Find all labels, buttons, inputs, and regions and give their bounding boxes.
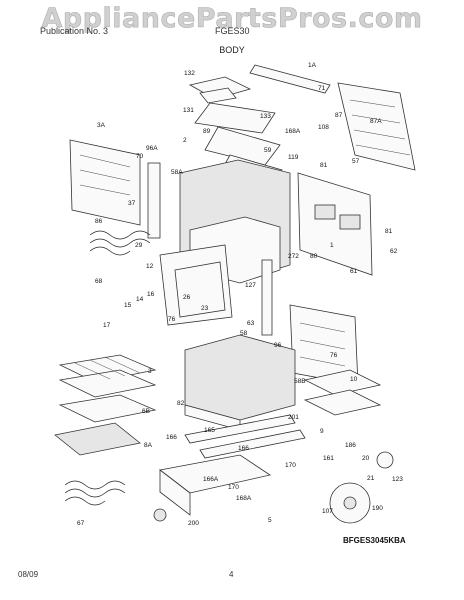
callout-label: 168A [236, 495, 252, 502]
callout-label: 86 [95, 218, 103, 225]
callout-label: 70 [136, 153, 144, 160]
door-glass-part [54, 422, 141, 456]
diagram-code: BFGES3045KBA [343, 536, 406, 545]
callout-label: 9 [320, 428, 324, 435]
callout-label: 37 [128, 200, 136, 207]
model-number: FGES30 [215, 26, 250, 36]
callout-label: 170 [285, 462, 296, 469]
callout-label: 87A [370, 118, 382, 125]
callout-label: 166 [238, 445, 249, 452]
callout-label: 10 [350, 376, 358, 383]
callout-label: 21 [367, 475, 375, 482]
door-frame-part [159, 244, 233, 326]
callout-label: 71 [318, 85, 326, 92]
outer-shell-part [184, 334, 296, 431]
callout-label: 81 [385, 228, 393, 235]
callout-label: 80 [310, 253, 318, 260]
callout-label: 62 [390, 248, 398, 255]
callout-label: 76 [168, 316, 176, 323]
page-header: Publication No. 3 FGES30 [0, 26, 464, 38]
callout-label: 15 [124, 302, 132, 309]
callout-label: 14 [136, 296, 144, 303]
callout-label: 108 [318, 124, 329, 131]
drawer-part [159, 454, 271, 516]
callout-label: 59 [264, 147, 272, 154]
knob-part [153, 508, 167, 522]
callout-label: 5 [268, 517, 272, 524]
callout-label: 190 [372, 505, 383, 512]
callout-label: 58B [294, 378, 306, 385]
callout-label: 127 [245, 282, 256, 289]
trim-strip-part [147, 162, 161, 239]
callout-label: 201 [288, 414, 299, 421]
section-title: BODY [219, 45, 245, 55]
callout-label: 16 [147, 291, 155, 298]
oven-rack-part [58, 354, 157, 423]
callout-label: 17 [103, 322, 111, 329]
callout-label: 131 [183, 107, 194, 114]
callout-label: 8A [144, 442, 153, 449]
callout-label: 87 [335, 112, 343, 119]
callout-label: 82 [177, 400, 185, 407]
callout-label: 6B [142, 408, 150, 415]
footer-date: 08/09 [18, 570, 39, 579]
convection-fan-part [329, 451, 394, 524]
exploded-parts-diagram: 132 1A 71 131 133 168A 108 87 87A 3A 89 … [54, 62, 416, 527]
broiler-pan-part [303, 369, 382, 416]
broil-element-part [64, 480, 126, 506]
drawer-rail-part [184, 414, 306, 459]
callout-label: 58 [240, 330, 248, 337]
rear-panel-part [337, 82, 416, 171]
callout-label: 96 [274, 342, 282, 349]
callout-label: 166A [203, 476, 219, 483]
callout-label: 132 [184, 70, 195, 77]
rail-part [249, 64, 331, 94]
callout-label: 57 [352, 158, 360, 165]
callout-label: 12 [146, 263, 154, 270]
callout-label: 166 [166, 434, 177, 441]
callout-label: 76 [330, 352, 338, 359]
callout-label: 58A [171, 169, 183, 176]
publication-number: Publication No. 3 [40, 26, 109, 36]
callout-label: 23 [201, 305, 209, 312]
callout-label: 3A [97, 122, 106, 129]
callout-label: 68 [95, 278, 103, 285]
bake-element-part [89, 230, 151, 256]
footer-page-number: 4 [229, 570, 234, 579]
callout-label: 3 [148, 368, 152, 375]
callout-label: 123 [392, 476, 403, 483]
callout-label: 89 [203, 128, 211, 135]
callout-label: 165 [204, 427, 215, 434]
callout-label: 186 [345, 442, 356, 449]
callout-label: 96A [146, 145, 158, 152]
callout-label: 29 [135, 242, 143, 249]
callout-labels: 132 1A 71 131 133 168A 108 87 87A 3A 89 … [77, 62, 403, 527]
callout-label: 1A [308, 62, 317, 69]
callout-label: 63 [247, 320, 255, 327]
side-panel-part [69, 139, 141, 226]
top-bracket-part [188, 76, 252, 104]
callout-label: 2 [183, 137, 187, 144]
callout-label: 81 [320, 162, 328, 169]
control-panel-part [297, 172, 373, 276]
callout-label: 119 [288, 154, 299, 161]
trim-strip-part [261, 259, 273, 336]
callout-label: 1 [330, 242, 334, 249]
callout-label: 107 [322, 508, 333, 515]
callout-label: 67 [77, 520, 85, 527]
callout-label: 200 [188, 520, 199, 527]
callout-label: 272 [288, 253, 299, 260]
callout-label: 170 [228, 484, 239, 491]
callout-label: 20 [362, 455, 370, 462]
callout-label: 161 [323, 455, 334, 462]
callout-label: 61 [350, 268, 358, 275]
callout-label: 133 [260, 113, 271, 120]
callout-label: 168A [285, 128, 301, 135]
callout-label: 26 [183, 294, 191, 301]
